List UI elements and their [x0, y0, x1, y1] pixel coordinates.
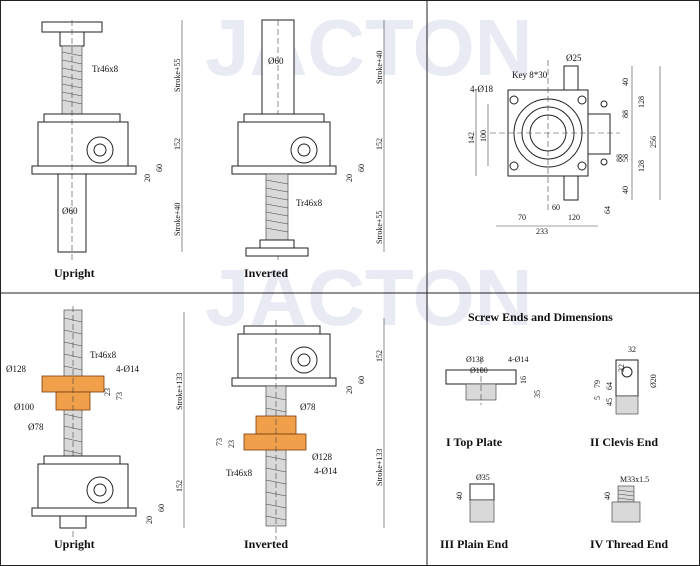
dim-64-clevis: 64	[605, 382, 614, 390]
thread-end-label: IV Thread End	[590, 537, 668, 551]
dim-35: 35	[533, 390, 542, 398]
dim-dia60-inverted: Ø60	[268, 56, 284, 66]
dim-dia100-top-plate: Ø100	[470, 366, 488, 375]
clevis-end-label: II Clevis End	[590, 435, 658, 449]
dim-dia100-upright: Ø100	[14, 402, 34, 412]
dim-20-p3-upright: 20	[145, 516, 154, 524]
dim-dia138: Ø138	[466, 355, 484, 364]
dim-233: 233	[536, 227, 548, 236]
dim-128-bottom: 128	[637, 160, 646, 172]
dim-60-top: 60	[552, 203, 560, 212]
dim-60-p3-upright: 60	[157, 504, 166, 512]
dim-dia60-upright: Ø60	[62, 206, 78, 216]
dim-60-p3-inverted: 60	[357, 376, 366, 384]
dim-23-upright: 23	[103, 388, 112, 396]
panel-1-upright-inverted: Tr46x8 Ø60 Stroke+55 152 Stroke+40 60 20…	[31, 19, 385, 280]
dim-dia128-inverted: Ø128	[312, 452, 332, 462]
clevis-end	[615, 359, 639, 415]
dim-88-top: 88	[621, 110, 630, 118]
dim-holes-4-18: 4-Ø18	[470, 84, 493, 94]
dim-stroke40-upright: Stroke+40	[173, 203, 182, 236]
dim-thread-p3-upright: Tr46x8	[90, 350, 117, 360]
dim-5: 5	[593, 396, 602, 400]
dim-152-p3-inverted: 152	[375, 350, 384, 362]
dim-holes-inverted: 4-Ø14	[314, 466, 337, 476]
dim-60-upright: 60	[155, 164, 164, 172]
dim-dia25: Ø25	[566, 53, 582, 63]
dim-152-upright: 152	[173, 138, 182, 150]
top-plate-end	[445, 358, 517, 405]
dim-dia78-inverted: Ø78	[300, 402, 316, 412]
dim-dia78-upright: Ø78	[28, 422, 44, 432]
dim-thread-inverted: Tr46x8	[296, 198, 323, 208]
inverted-jack-top	[231, 19, 337, 260]
dim-stroke133-upright: Stroke+133	[175, 373, 184, 410]
top-plate-label: I Top Plate	[446, 435, 503, 449]
dim-60-inverted: 60	[357, 164, 366, 172]
dim-23-inverted: 23	[227, 440, 236, 448]
dim-thread-upright: Tr46x8	[92, 64, 119, 74]
panel-3-upright-inverted-nut	[31, 306, 137, 540]
plain-end-label: III Plain End	[440, 537, 508, 551]
inverted-label-top: Inverted	[244, 266, 288, 280]
dim-88-bottom: 88	[615, 154, 624, 162]
upright-label-top: Upright	[54, 266, 95, 280]
dim-32-side: 32	[617, 364, 626, 372]
dim-152-inverted: 152	[375, 138, 384, 150]
inverted-label-bottom: Inverted	[244, 537, 288, 551]
inverted-jack-nut	[231, 320, 337, 540]
dim-holes-upright: 4-Ø14	[116, 364, 139, 374]
dim-70: 70	[518, 213, 526, 222]
screw-ends-title: Screw Ends and Dimensions	[468, 310, 613, 324]
dim-stroke55-inverted: Stroke+55	[375, 211, 384, 244]
dim-73-inverted: 73	[215, 438, 224, 446]
dim-dia20: Ø20	[649, 374, 658, 388]
upright-label-bottom: Upright	[54, 537, 95, 551]
dim-40-plain: 40	[455, 492, 464, 500]
watermark-text: JACTON	[205, 3, 532, 92]
dim-100: 100	[479, 130, 488, 142]
dim-20-p3-inverted: 20	[345, 386, 354, 394]
dim-128-top: 128	[637, 96, 646, 108]
dim-32-top: 32	[628, 345, 636, 354]
dim-256: 256	[649, 136, 658, 148]
dim-58: 58	[621, 154, 630, 162]
dim-120: 120	[568, 213, 580, 222]
dim-key: Key 8*30	[512, 70, 548, 80]
dim-dia128-upright: Ø128	[6, 364, 26, 374]
dim-dia35: Ø35	[476, 473, 490, 482]
dim-stroke40-inverted: Stroke+40	[375, 51, 384, 84]
dim-79: 79	[593, 380, 602, 388]
dim-40-bottom: 40	[621, 186, 630, 194]
dim-64: 64	[603, 206, 612, 214]
dim-holes-top-plate: 4-Ø14	[508, 355, 528, 364]
dim-142: 142	[467, 132, 476, 144]
dim-20-upright: 20	[143, 174, 152, 182]
dim-16: 16	[519, 376, 528, 384]
dim-stroke55-upright: Stroke+55	[173, 59, 182, 92]
dim-73-upright: 73	[115, 392, 124, 400]
dim-thread-p3-inverted: Tr46x8	[226, 468, 253, 478]
flange-nut-inverted	[243, 433, 307, 451]
dim-40-top: 40	[621, 78, 630, 86]
dim-m33: M33x1.5	[620, 475, 649, 484]
dim-stroke133-inverted: Stroke+133	[375, 449, 384, 486]
thread-end	[611, 485, 641, 523]
upright-jack-top	[31, 20, 137, 260]
plain-end	[469, 483, 495, 523]
dim-40-thread: 40	[603, 492, 612, 500]
dim-20-inverted: 20	[345, 174, 354, 182]
panel-2-top-view	[475, 60, 661, 227]
dim-152-p3-upright: 152	[175, 480, 184, 492]
dim-45: 45	[605, 398, 614, 406]
